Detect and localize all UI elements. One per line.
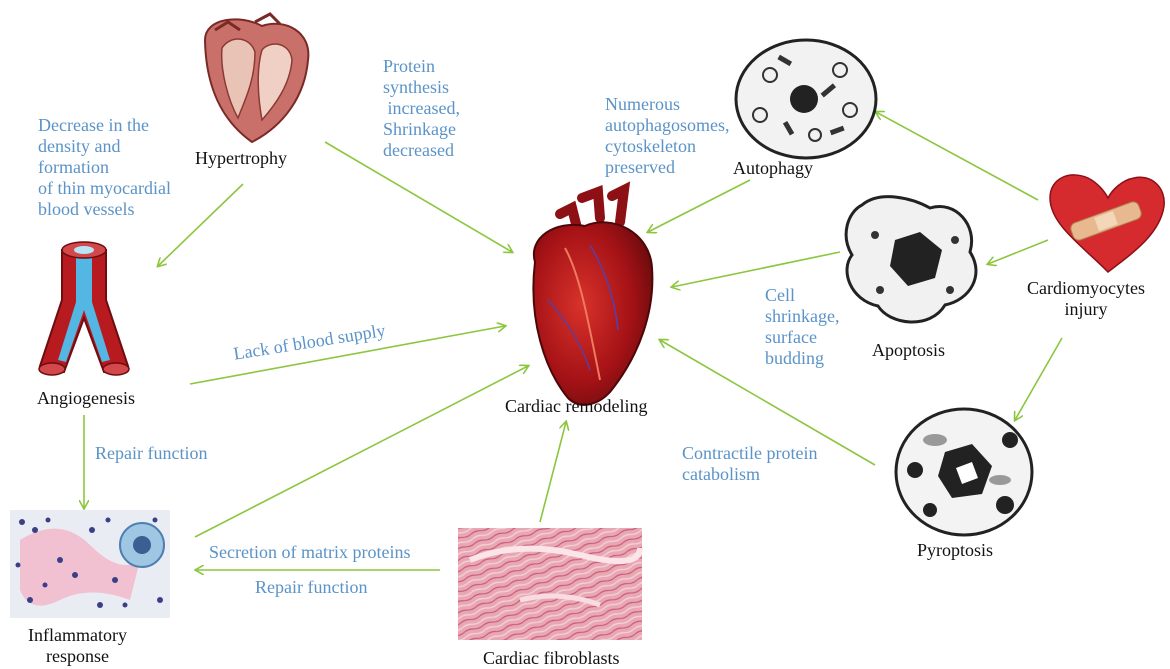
arrow-fibroblasts-to-remodeling bbox=[540, 422, 566, 522]
fibroblasts-micrograph bbox=[458, 528, 642, 640]
arrow-apoptosis-to-remodeling bbox=[672, 252, 840, 287]
hypertrophy-label: Hypertrophy bbox=[195, 148, 287, 169]
annotation-contractile: Contractile protein catabolism bbox=[682, 443, 817, 485]
arrow-inflammatory-to-remodeling bbox=[195, 366, 528, 537]
annotation-repair-left: Repair function bbox=[95, 443, 207, 464]
arrow-injury-to-apoptosis bbox=[988, 240, 1048, 264]
inflammatory-micrograph bbox=[10, 510, 170, 618]
annotation-vessel-density: Decrease in the density and formation of… bbox=[38, 115, 171, 220]
apoptosis-label: Apoptosis bbox=[872, 340, 945, 361]
apoptosis-cell-image bbox=[846, 197, 976, 322]
pyroptosis-cell-image bbox=[896, 409, 1032, 535]
cardiomyocytes-injury-label: Cardiomyocytes injury bbox=[1027, 278, 1145, 320]
cardiac-remodeling-heart bbox=[533, 190, 652, 405]
annotation-cell-shrinkage: Cell shrinkage, surface budding bbox=[765, 285, 839, 369]
arrow-injury-to-autophagy bbox=[876, 112, 1038, 200]
inflammatory-response-label: Inflammatory response bbox=[28, 625, 127, 667]
autophagy-cell-image bbox=[736, 40, 876, 158]
cardiac-remodeling-label: Cardiac remodeling bbox=[505, 396, 647, 417]
angiogenesis-vessel-image bbox=[39, 242, 129, 375]
injured-heart-image bbox=[1050, 175, 1164, 272]
autophagy-label: Autophagy bbox=[733, 158, 813, 179]
annotation-matrix-proteins: Secretion of matrix proteins bbox=[209, 542, 410, 563]
cardiac-fibroblasts-label: Cardiac fibroblasts bbox=[483, 648, 619, 669]
annotation-protein-synthesis: Protein synthesis increased, Shrinkage d… bbox=[383, 56, 460, 161]
pyroptosis-label: Pyroptosis bbox=[917, 540, 993, 561]
angiogenesis-label: Angiogenesis bbox=[37, 388, 135, 409]
annotation-repair-bottom: Repair function bbox=[255, 577, 367, 598]
arrow-injury-to-pyroptosis bbox=[1015, 338, 1062, 420]
hypertrophy-heart-image bbox=[205, 14, 308, 142]
annotation-autophagosomes: Numerous autophagosomes, cytoskeleton pr… bbox=[605, 94, 729, 178]
arrow-autophagy-to-remodeling bbox=[648, 180, 750, 232]
